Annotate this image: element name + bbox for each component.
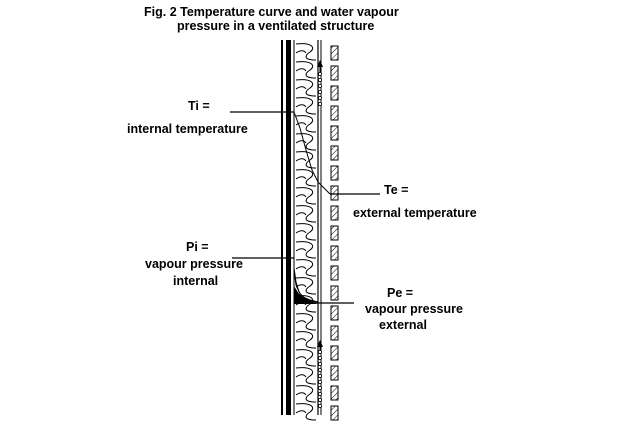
airflow-dot [317,361,322,366]
temperature-curve [293,111,331,195]
airflow-dot [317,397,322,402]
insulation-layer [295,43,317,421]
insulation-loop [295,259,317,277]
cladding-board [330,85,339,101]
insulation-loop [295,277,317,295]
cladding-board [330,165,339,181]
cladding-board [330,365,339,381]
insulation-loop [295,241,317,259]
insulation-loop [295,50,307,54]
cladding-board [330,45,339,61]
cladding-board [330,285,339,301]
figure-title-line-2: pressure in a ventilated structure [177,19,375,33]
airflow-dot [317,84,322,89]
airflow-dot [317,367,322,372]
cladding-board [330,185,339,201]
airflow-dot [317,78,322,83]
te-description-label: external temperature [353,206,477,220]
cladding-board [330,325,339,341]
cladding-board [330,125,339,141]
insulation-loop [295,223,317,241]
insulation-loop [295,140,307,144]
cladding-board [330,385,339,401]
insulation-loop [295,367,317,385]
airflow-dot [317,403,322,408]
vapour-pressure-curve [293,267,319,304]
insulation-loop [295,356,307,360]
insulation-loop [295,331,317,349]
insulation-loop [295,43,317,61]
insulation-loop [295,392,307,396]
insulation-loop [295,176,307,180]
insulation-loop [295,79,317,97]
airflow-dot [317,391,322,396]
cladding-board [330,245,339,261]
airflow-arrow [317,60,323,67]
cladding-board [330,305,339,321]
leader-lines [230,111,380,304]
airflow-dot [317,385,322,390]
insulation-loop [295,349,317,367]
insulation-loop [295,68,307,72]
airflow-dot [317,102,322,107]
cladding-board [330,405,339,421]
cladding-board [330,205,339,221]
insulation-loop [295,212,307,216]
insulation-loop [295,133,317,151]
insulation-loop [295,313,317,331]
pe-description-label: vapour pressure [365,302,463,316]
insulation-loop [295,385,317,403]
airflow-dot [317,349,322,354]
insulation-loop [295,248,307,252]
airflow-dot [317,373,322,378]
airflow-dot [317,90,322,95]
airflow-dot [317,72,322,77]
insulation-loop [295,266,307,270]
insulation-loop [295,115,317,133]
cladding-board [330,65,339,81]
insulation-loop [295,230,307,234]
airflow-dot [317,379,322,384]
insulation-loop [295,97,317,115]
cladding-board [330,345,339,361]
pi-qualifier-label: internal [173,274,219,288]
insulation-loop [295,194,307,198]
ventilation-airflow [317,60,323,408]
insulation-loop [295,86,307,90]
external-cladding [330,45,339,421]
insulation-loop [295,104,307,108]
insulation-loop [295,403,317,421]
cladding-board [330,105,339,121]
insulation-loop [295,338,307,342]
insulation-loop [295,320,307,324]
cladding-board [330,225,339,241]
airflow-dot [317,96,322,101]
pi-description-label: vapour pressure [145,257,243,271]
insulation-loop [295,61,317,79]
interior-lining [281,40,295,415]
insulation-loop [295,122,307,126]
vapour-pressure-fill [294,286,318,304]
insulation-loop [295,187,317,205]
pe-qualifier-label: external [379,318,427,332]
cladding-board [330,145,339,161]
pe-symbol-label: Pe = [387,286,414,300]
insulation-loop [295,374,307,378]
insulation-loop [295,158,307,162]
insulation-loop [295,205,317,223]
ti-description-label: internal temperature [127,122,248,136]
figure-title-line-1: Fig. 2 Temperature curve and water vapou… [144,5,399,19]
insulation-loop [295,169,317,187]
pi-symbol-label: Pi = [186,240,209,254]
airflow-dot [317,355,322,360]
te-symbol-label: Te = [384,183,409,197]
insulation-loop [295,410,307,414]
cladding-board [330,265,339,281]
ti-symbol-label: Ti = [188,99,210,113]
airflow-arrow [317,340,323,347]
